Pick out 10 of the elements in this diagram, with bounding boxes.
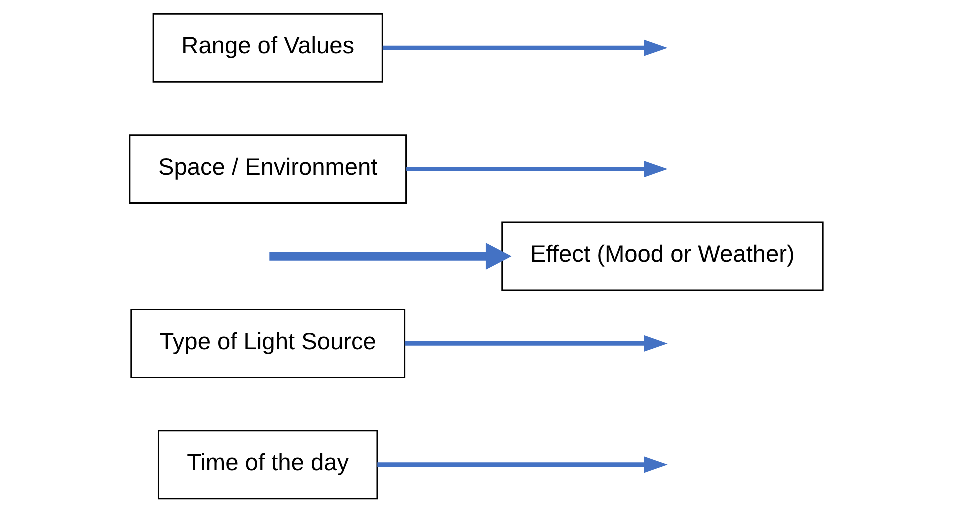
arrow [270, 242, 512, 270]
node-box: Time of the day [158, 430, 378, 500]
node-box: Effect (Mood or Weather) [502, 222, 824, 292]
node-box: Type of Light Source [130, 308, 406, 378]
node-box: Space / Environment [129, 134, 408, 204]
node-box: Range of Values [152, 13, 384, 83]
arrow [406, 161, 668, 178]
arrow [404, 335, 668, 352]
arrow [382, 40, 668, 56]
arrow [378, 456, 668, 474]
